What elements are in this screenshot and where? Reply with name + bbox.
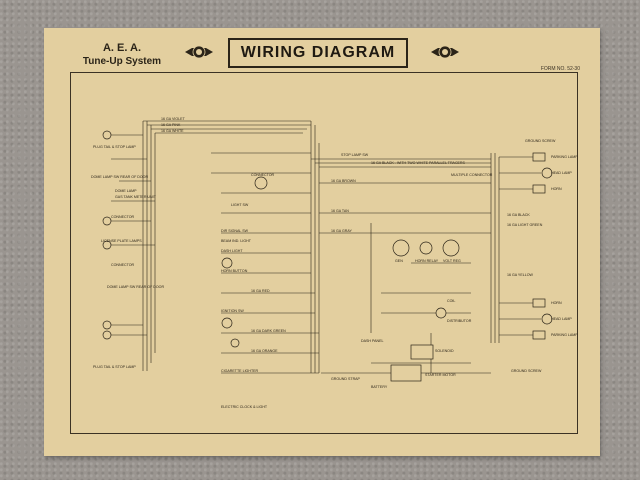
label-dash-light: DASH LIGHT [221,249,243,253]
wire-label-violet: 16 GA VIOLET [161,117,185,121]
label-distributor: DISTRIBUTOR [447,319,472,323]
wire-label-white: 16 GA WHITE [161,129,184,133]
label-ground-screw-top: GROUND SCREW [525,139,556,143]
label-beam-ind: BEAM IND. LIGHT [221,239,251,243]
right-emblem-icon [431,45,459,59]
form-number: FORM NO. 52-30 [540,66,580,72]
label-horn-top: HORN [551,187,562,191]
wiring-lines [102,120,553,382]
label-head-lamp-bottom: HEAD LAMP [551,317,572,321]
label-gas-tank: GAS TANK METER UNIT [115,195,156,199]
wire-label-pink: 16 GA PINK [161,123,181,127]
label-tail-stop-lamp-bottom: PLUG TAIL & STOP LAMP [93,365,136,369]
wire-label-black: 16 GA BLACK [507,213,530,217]
brand-name: A. E. A. [102,42,142,54]
wire-label-orange: 16 GA ORANGE [251,349,278,353]
label-ground-strap: GROUND STRAP [331,377,360,381]
label-starter-motor: STARTER MOTOR [425,373,456,377]
wire-label-gray: 16 GA GRAY [331,229,352,233]
wire-label-dark-green: 16 GA DARK GREEN [251,329,286,333]
label-tail-stop-lamp-top: PLUG TAIL & STOP LAMP [93,145,136,149]
wiring-diagram-sheet: A. E. A. Tune-Up System WIRING DIAGRAM F… [44,28,600,456]
label-solenoid: SOLENOID [435,349,454,353]
label-dome-lamp: DOME LAMP [115,189,137,193]
label-parking-lamp-top: PARKING LAMP [551,155,578,159]
label-gen: GEN [395,259,403,263]
label-ground-screw-bottom: GROUND SCREW [511,369,542,373]
wire-label-red: 16 GA RED [251,289,270,293]
label-connector-top: CONNECTOR [251,173,275,177]
wire-label-brown: 16 GA BROWN [331,179,356,183]
brand-subtitle: Tune-Up System [82,56,162,67]
diagram-area: PLUG TAIL & STOP LAMP DOME LAMP SW REAR … [70,72,578,434]
label-dash-panel: DASH PANEL [361,339,384,343]
label-parking-lamp-bottom: PARKING LAMP [551,333,578,337]
label-cigarette-lighter: CIGARETTE LIGHTER [221,369,259,373]
wire-label-yellow: 16 GA YELLOW [507,273,533,277]
label-horn-button: HORN BUTTON [221,269,248,273]
label-dir-signal-sw: DIR SIGNAL SW [221,229,249,233]
brand-block: A. E. A. Tune-Up System [62,42,182,68]
wire-label-tan: 16 GA TAN [331,209,349,213]
label-horn-bottom: HORN [551,301,562,305]
label-light-sw: LIGHT SW [231,203,249,207]
wire-label-light-green: 16 GA LIGHT GREEN [507,223,543,227]
label-dome-lamp-sw: DOME LAMP SW REAR OF DOOR [91,175,149,179]
label-multiple-connector: MULTIPLE CONNECTOR [451,173,493,177]
label-coil: COIL [447,299,456,303]
label-head-lamp-top: HEAD LAMP [551,171,572,175]
label-stop-lamp-sw: STOP LAMP SW [341,153,369,157]
label-connector-1: CONNECTOR [111,215,135,219]
label-dome-lamp-sw-2: DOME LAMP SW REAR OF DOOR [107,285,165,289]
label-connector-2: CONNECTOR [111,263,135,267]
label-volt-reg: VOLT REG [443,259,461,263]
label-black-white-tracers: 16 GA BLACK - WITH TWO WHITE PARALLEL TR… [371,161,465,165]
left-emblem-icon [185,45,213,59]
label-battery: BATTERY [371,385,388,389]
label-license-lamp: LICENSE PLATE LAMPS [101,239,142,243]
label-horn-relay: HORN RELAY [415,259,439,263]
page-title: WIRING DIAGRAM [228,38,408,68]
label-ignition-sw: IGNITION SW [221,309,244,313]
label-clock-light: ELECTRIC CLOCK & LIGHT [221,405,268,409]
